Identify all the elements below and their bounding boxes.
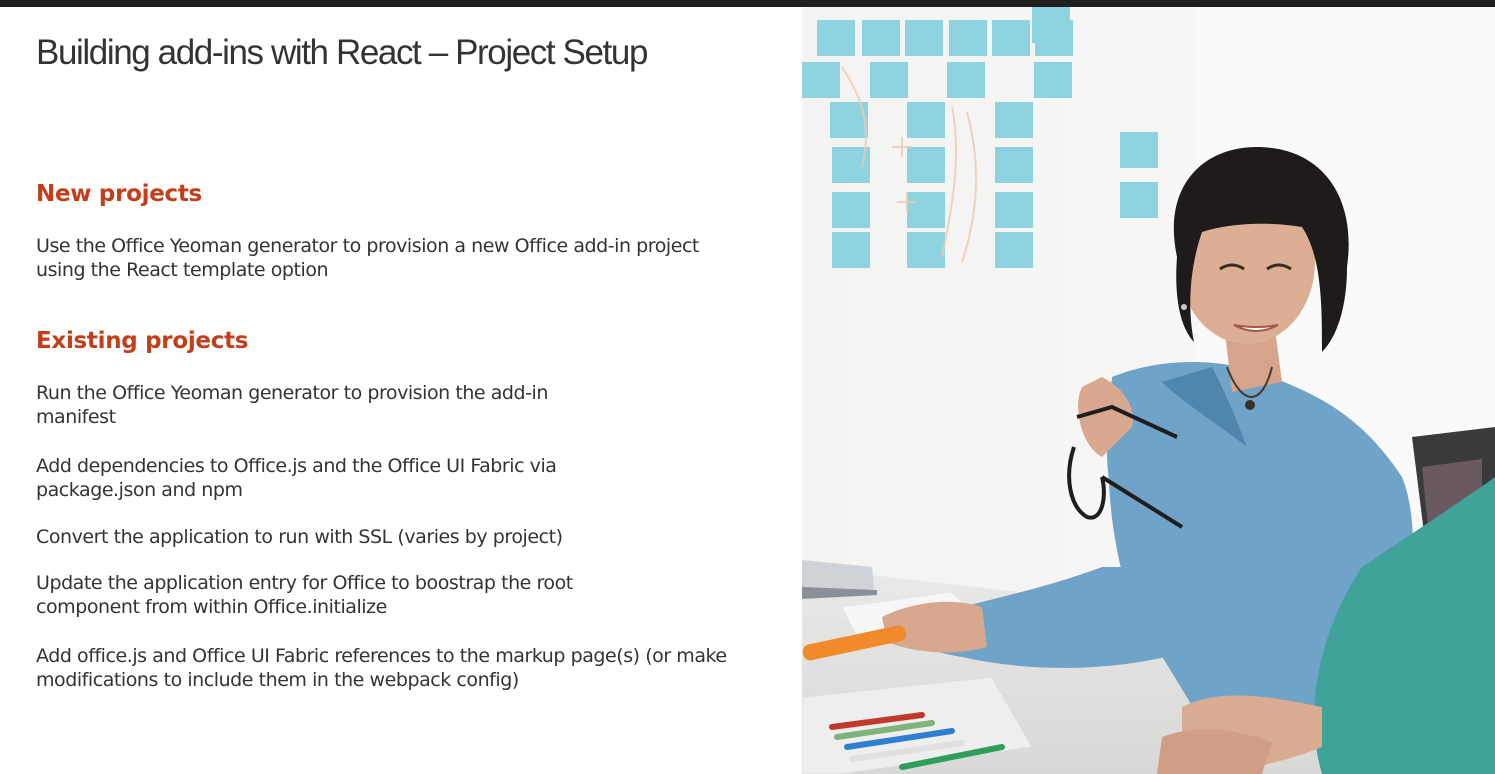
sticky-note [1034, 62, 1072, 98]
existing-item-1: Run the Office Yeoman generator to provi… [36, 382, 548, 428]
slide-title: Building add-ins with React – Project Se… [36, 33, 648, 72]
sticky-note [832, 192, 870, 228]
existing-item-3: Convert the application to run with SSL … [36, 526, 563, 548]
sticky-note [995, 147, 1033, 183]
sticky-note [862, 20, 900, 56]
sticky-note [995, 192, 1033, 228]
sticky-note [1120, 132, 1158, 168]
sticky-note [949, 20, 987, 56]
existing-item-4: Update the application entry for Office … [36, 572, 573, 618]
sticky-note [817, 20, 855, 56]
woman-at-whiteboard-photo [802, 7, 1495, 774]
sticky-note [832, 147, 870, 183]
sticky-note [1120, 182, 1158, 218]
sticky-note [907, 192, 945, 228]
sticky-note [907, 147, 945, 183]
sticky-note [832, 232, 870, 268]
window-top-bar [0, 0, 1495, 7]
sticky-note [907, 232, 945, 268]
sticky-notes [802, 7, 1158, 268]
sticky-note [802, 62, 840, 98]
sticky-note [995, 102, 1033, 138]
sticky-note [995, 232, 1033, 268]
heading-existing-projects: Existing projects [36, 328, 249, 354]
sticky-note [870, 62, 908, 98]
heading-new-projects: New projects [36, 181, 202, 207]
sticky-note [992, 20, 1030, 56]
slide: Building add-ins with React – Project Se… [0, 7, 1495, 774]
existing-item-2: Add dependencies to Office.js and the Of… [36, 455, 557, 501]
sticky-note [907, 102, 945, 138]
sticky-note [947, 62, 985, 98]
sticky-note [905, 20, 943, 56]
existing-item-5: Add office.js and Office UI Fabric refer… [36, 645, 727, 691]
new-projects-text: Use the Office Yeoman generator to provi… [36, 235, 699, 281]
sticky-note [1032, 7, 1070, 43]
